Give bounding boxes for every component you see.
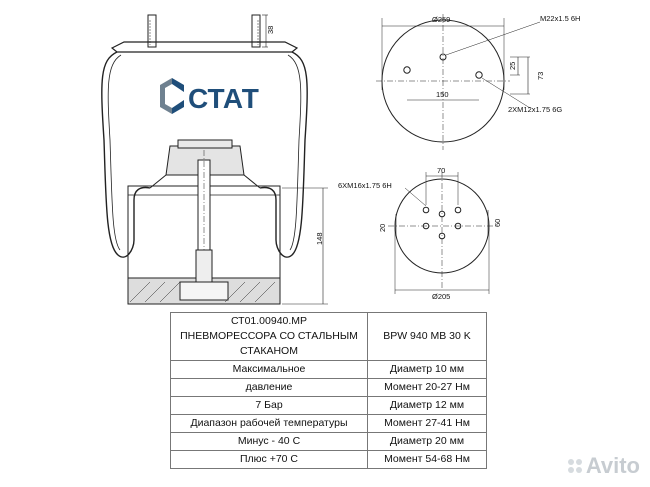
dim-38: 38 — [266, 26, 275, 34]
table-header-row: СТ01.00940.МР ПНЕВМОРЕССОРА СО СТАЛЬНЫМ … — [170, 312, 487, 361]
table-cell-left: Диапазон рабочей температуры — [170, 414, 368, 433]
dim-thread-holes: 2XM12x1.75 6G — [508, 105, 562, 114]
dim-70: 70 — [437, 166, 445, 175]
dim-20: 20 — [378, 224, 387, 232]
technical-drawing: 38 Ø259 M22x1.5 6H 25 73 150 2XM12x1.75 … — [101, 14, 580, 305]
table-cell-left: 7 Бар — [170, 396, 368, 415]
avito-watermark-text: Avito — [585, 453, 640, 478]
table-cell-left: давление — [170, 378, 368, 397]
avito-watermark: Avito — [567, 453, 640, 479]
dim-148: 148 — [315, 232, 324, 245]
dim-outer-diameter: Ø259 — [432, 15, 450, 24]
spec-table: СТ01.00940.МР ПНЕВМОРЕССОРА СО СТАЛЬНЫМ … — [170, 312, 487, 469]
logo-text: СТАТ — [188, 83, 259, 114]
table-cell-left: СТ01.00940.МР ПНЕВМОРЕССОРА СО СТАЛЬНЫМ … — [170, 312, 368, 361]
dim-thread-top: M22x1.5 6H — [540, 14, 580, 23]
table-cell-right: Момент 20-27 Нм — [367, 378, 487, 397]
brand-logo — [160, 78, 184, 114]
table-cell-left: Плюс +70 С — [170, 450, 368, 469]
avito-logo-icon — [567, 459, 582, 473]
table-cell-right: Диаметр 10 мм — [367, 360, 487, 379]
table-cell-left: Максимальное — [170, 360, 368, 379]
table-cell-right: Момент 27-41 Нм — [367, 414, 487, 433]
dim-25: 25 — [508, 62, 517, 70]
dim-bottom-threads: 6XM16x1.75 6H — [338, 181, 392, 190]
top-view — [376, 14, 541, 150]
logo-mark-icon — [160, 78, 184, 114]
table-cell-right: Диаметр 20 мм — [367, 432, 487, 451]
dim-73: 73 — [536, 72, 545, 80]
air-spring-side-view — [101, 14, 328, 305]
dim-150: 150 — [436, 90, 449, 99]
dim-60: 60 — [493, 219, 502, 227]
table-cell-right: BPW 940 MB 30 K — [367, 312, 487, 361]
table-cell-right: Момент 54-68 Нм — [367, 450, 487, 469]
bottom-view — [388, 172, 496, 294]
table-cell-right: Диаметр 12 мм — [367, 396, 487, 415]
dim-bottom-diameter: Ø205 — [432, 292, 450, 301]
table-cell-left: Минус - 40 С — [170, 432, 368, 451]
